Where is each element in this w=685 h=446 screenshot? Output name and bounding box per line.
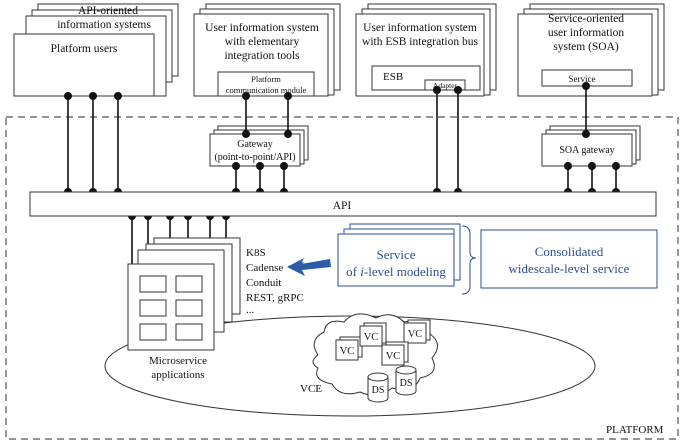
- vc-label-3: VC: [408, 329, 423, 340]
- consolidated-line2: widescale-level service: [509, 261, 630, 276]
- vce-label: VCE: [300, 383, 322, 395]
- module-line2: communication module: [226, 85, 307, 95]
- gateway-line1: Gateway: [237, 139, 273, 150]
- technology-list: K8S Cadense Conduit REST, gRPC ...: [246, 247, 304, 316]
- api-oriented-title-line1: API-oriented: [78, 5, 138, 17]
- soa-line1: Service-oriented: [548, 13, 624, 25]
- microservice-line1: Microservice: [149, 355, 207, 367]
- tech-rest-grpc: REST, gRPC: [246, 292, 304, 304]
- module-line1: Platform: [251, 74, 281, 84]
- elementary-line1: User information system: [205, 22, 319, 34]
- gateway: Gateway (point-to-point/API): [209, 125, 309, 167]
- api-bar: [29, 191, 657, 217]
- arrow-head: [287, 258, 331, 276]
- connectors: [64, 82, 620, 268]
- service-line1: Service: [377, 247, 416, 262]
- vc-label-1: VC: [340, 346, 355, 357]
- tech-conduit: Conduit: [246, 277, 281, 289]
- tech-cadense: Cadense: [246, 262, 283, 274]
- esb-line2: with ESB integration bus: [362, 36, 478, 48]
- esb-integration-system: User information system with ESB integra…: [355, 3, 497, 97]
- elementary-line2: with elementary: [225, 36, 300, 48]
- service-label: Service: [569, 74, 596, 84]
- platform-communication-module: [217, 71, 315, 97]
- esb-line1: User information system: [363, 22, 477, 34]
- tech-ellipsis: ...: [246, 304, 255, 316]
- ds-label-2: DS: [400, 378, 413, 389]
- tech-k8s: K8S: [246, 247, 266, 259]
- soa-gateway-label: SOA gateway: [559, 145, 614, 156]
- microservice-stack: [127, 237, 241, 351]
- gateway-line2: (point-to-point/API): [214, 152, 295, 163]
- ds-cylinders: DS DS: [367, 365, 417, 403]
- consolidated-line1: Consolidated: [535, 244, 604, 259]
- vc-label-2: VC: [364, 332, 379, 343]
- adapter-box: [424, 79, 466, 91]
- vc-boxes: VC VC VC VC: [335, 319, 431, 366]
- api-label: API: [333, 200, 352, 212]
- ds-label-1: DS: [372, 385, 385, 396]
- consolidated-service: [480, 229, 658, 289]
- microservice-line2: applications: [151, 369, 204, 381]
- soa-system: Service-oriented user information system…: [517, 3, 665, 97]
- service-line2: of i-level modeling: [346, 264, 446, 279]
- brace: [461, 225, 477, 295]
- elementary-line3: integration tools: [224, 50, 300, 62]
- vc-label-4: VC: [386, 351, 401, 362]
- platform-users-label: Platform users: [51, 43, 118, 55]
- service-i-level-modeling: Service of i-level modeling: [337, 223, 461, 287]
- platform-label: PLATFORM: [606, 424, 664, 436]
- soa-line2: user information: [548, 27, 625, 39]
- adapter-label: Adapter: [433, 81, 458, 90]
- soa-line3: system (SOA): [553, 41, 619, 53]
- api-oriented-systems: API-oriented information systems Platfor…: [13, 3, 179, 97]
- elementary-integration-system: User information system with elementary …: [193, 3, 341, 97]
- api-oriented-title-line2: information systems: [57, 19, 151, 31]
- esb-label: ESB: [383, 71, 403, 83]
- soa-gateway: SOA gateway: [541, 125, 641, 167]
- platform-boundary: [5, 116, 679, 440]
